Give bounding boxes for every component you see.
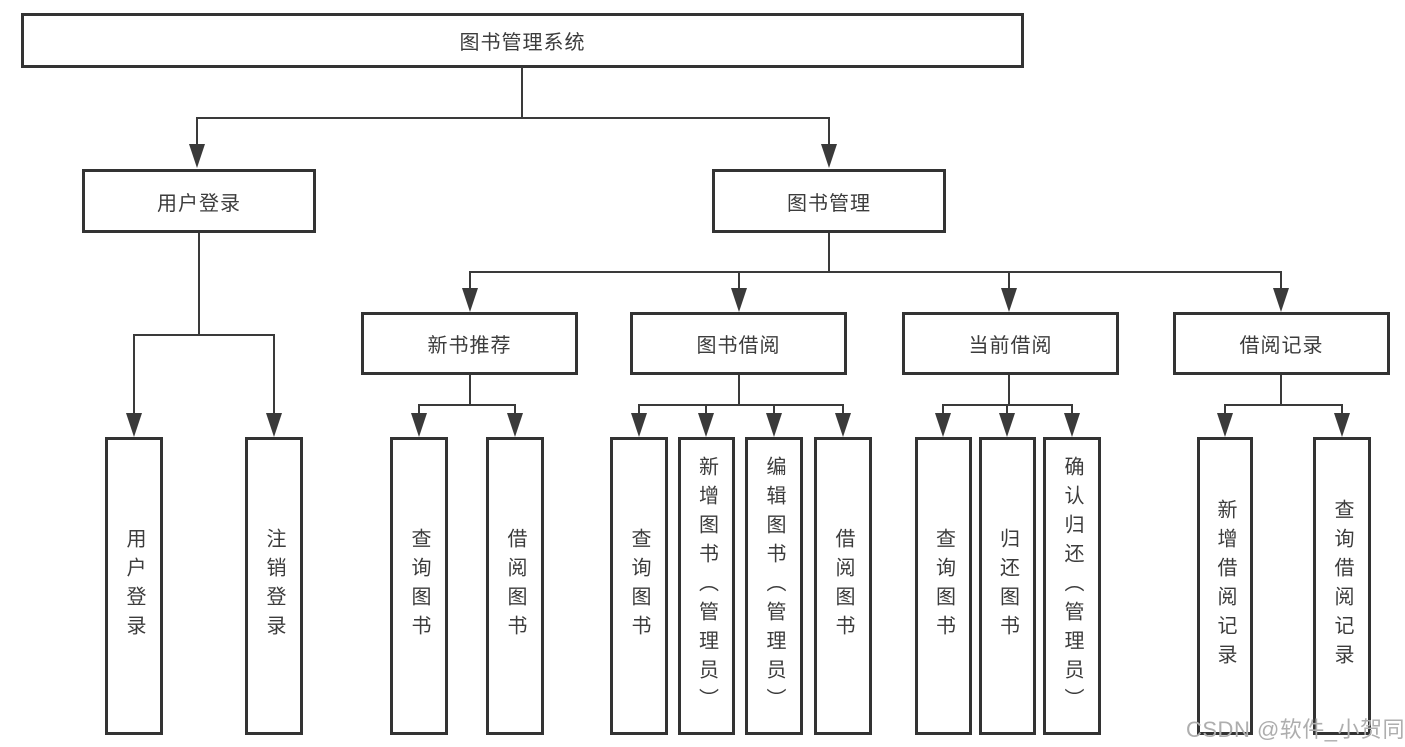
connector-cb-stem xyxy=(1008,375,1010,406)
leaf-cb-confirm-return-admin-label: 确认归还（管理员） xyxy=(1061,455,1083,717)
connector-root-stem xyxy=(521,67,523,118)
arrowhead-down-icon xyxy=(821,144,837,168)
node-user-login: 用户登录 xyxy=(82,169,316,233)
leaf-user-login: 用户登录 xyxy=(105,437,163,735)
leaf-nbr-borrow-books-label: 借阅图书 xyxy=(504,528,526,644)
leaf-cb-query-books-label: 查询图书 xyxy=(932,528,955,644)
connector-bb-stem xyxy=(738,375,740,406)
connector-drop-user-login xyxy=(196,117,198,147)
node-book-borrowing-label: 图书借阅 xyxy=(696,335,781,357)
node-borrow-records: 借阅记录 xyxy=(1173,312,1390,375)
leaf-bb-add-book-admin-label: 新增图书（管理员） xyxy=(695,455,718,717)
connector-book-management-bar xyxy=(469,271,1282,273)
node-root-system: 图书管理系统 xyxy=(21,13,1024,68)
leaf-nbr-query-books: 查询图书 xyxy=(390,437,448,735)
leaf-nbr-query-books-label: 查询图书 xyxy=(408,528,430,644)
arrowhead-down-icon xyxy=(189,144,205,168)
arrowhead-down-icon xyxy=(411,413,427,437)
arrowhead-down-icon xyxy=(698,413,714,437)
leaf-bb-edit-book-admin: 编辑图书（管理员） xyxy=(745,437,803,735)
arrowhead-down-icon xyxy=(835,413,851,437)
node-new-book-recommend: 新书推荐 xyxy=(361,312,578,375)
connector-nbr-stem xyxy=(469,375,471,406)
arrowhead-down-icon xyxy=(731,288,747,312)
arrowhead-down-icon xyxy=(462,288,478,312)
connector-drop-borrow-records xyxy=(1280,271,1282,290)
leaf-cb-return-books-label: 归还图书 xyxy=(996,528,1019,644)
connector-root-bar xyxy=(196,117,830,119)
leaf-br-query-borrow-record: 查询借阅记录 xyxy=(1313,437,1371,735)
arrowhead-down-icon xyxy=(1273,288,1289,312)
arrowhead-down-icon xyxy=(1334,413,1350,437)
leaf-cb-return-books: 归还图书 xyxy=(979,437,1036,735)
arrowhead-down-icon xyxy=(266,413,282,437)
csdn-watermark: CSDN @软件_小贺同学 xyxy=(1186,717,1405,742)
leaf-cb-query-books: 查询图书 xyxy=(915,437,972,735)
connector-drop-leaf xyxy=(1006,404,1008,416)
connector-drop-leaf xyxy=(514,404,516,416)
connector-book-management-stem xyxy=(828,233,830,272)
arrowhead-down-icon xyxy=(766,413,782,437)
connector-drop-leaf xyxy=(133,334,135,414)
connector-drop-leaf xyxy=(773,404,775,416)
leaf-bb-borrow-books-label: 借阅图书 xyxy=(832,528,854,644)
node-new-book-recommend-label: 新书推荐 xyxy=(427,335,512,357)
connector-bb-bar xyxy=(638,404,844,406)
connector-drop-leaf xyxy=(638,404,640,416)
connector-drop-leaf xyxy=(942,404,944,416)
leaf-bb-query-books: 查询图书 xyxy=(610,437,668,735)
leaf-nbr-borrow-books: 借阅图书 xyxy=(486,437,544,735)
arrowhead-down-icon xyxy=(507,413,523,437)
connector-nbr-bar xyxy=(418,404,516,406)
connector-drop-leaf xyxy=(1341,404,1343,416)
connector-br-stem xyxy=(1280,375,1282,406)
leaf-logout: 注销登录 xyxy=(245,437,303,735)
arrowhead-down-icon xyxy=(126,413,142,437)
node-user-login-label: 用户登录 xyxy=(157,192,241,215)
leaf-br-add-borrow-record-label: 新增借阅记录 xyxy=(1214,499,1236,673)
leaf-logout-label: 注销登录 xyxy=(263,528,285,644)
connector-drop-leaf xyxy=(842,404,844,416)
leaf-cb-confirm-return-admin: 确认归还（管理员） xyxy=(1043,437,1101,735)
leaf-br-add-borrow-record: 新增借阅记录 xyxy=(1197,437,1253,735)
arrowhead-down-icon xyxy=(1001,288,1017,312)
leaf-bb-query-books-label: 查询图书 xyxy=(628,528,650,644)
connector-drop-new-book-recommend xyxy=(469,271,471,290)
arrowhead-down-icon xyxy=(631,413,647,437)
node-current-borrowing: 当前借阅 xyxy=(902,312,1119,375)
connector-user-login-bar xyxy=(133,334,275,336)
connector-drop-book-borrowing xyxy=(738,271,740,290)
connector-drop-current-borrowing xyxy=(1008,271,1010,290)
arrowhead-down-icon xyxy=(1217,413,1233,437)
connector-drop-leaf xyxy=(273,334,275,414)
connector-drop-leaf xyxy=(1071,404,1073,416)
arrowhead-down-icon xyxy=(935,413,951,437)
leaf-user-login-label: 用户登录 xyxy=(123,528,145,644)
connector-drop-leaf xyxy=(705,404,707,416)
node-root-system-label: 图书管理系统 xyxy=(459,32,586,54)
leaf-bb-borrow-books: 借阅图书 xyxy=(814,437,872,735)
arrowhead-down-icon xyxy=(999,413,1015,437)
connector-user-login-stem xyxy=(198,233,200,336)
connector-drop-leaf xyxy=(418,404,420,416)
leaf-bb-add-book-admin: 新增图书（管理员） xyxy=(678,437,735,735)
node-borrow-records-label: 借阅记录 xyxy=(1239,335,1324,357)
leaf-bb-edit-book-admin-label: 编辑图书（管理员） xyxy=(763,455,785,717)
leaf-br-query-borrow-record-label: 查询借阅记录 xyxy=(1331,499,1353,673)
node-book-management-label: 图书管理 xyxy=(787,192,871,215)
connector-drop-leaf xyxy=(1224,404,1226,416)
connector-drop-book-management xyxy=(828,117,830,147)
node-current-borrowing-label: 当前借阅 xyxy=(968,335,1053,357)
node-book-borrowing: 图书借阅 xyxy=(630,312,847,375)
node-book-management: 图书管理 xyxy=(712,169,946,233)
connector-br-bar xyxy=(1224,404,1343,406)
arrowhead-down-icon xyxy=(1064,413,1080,437)
